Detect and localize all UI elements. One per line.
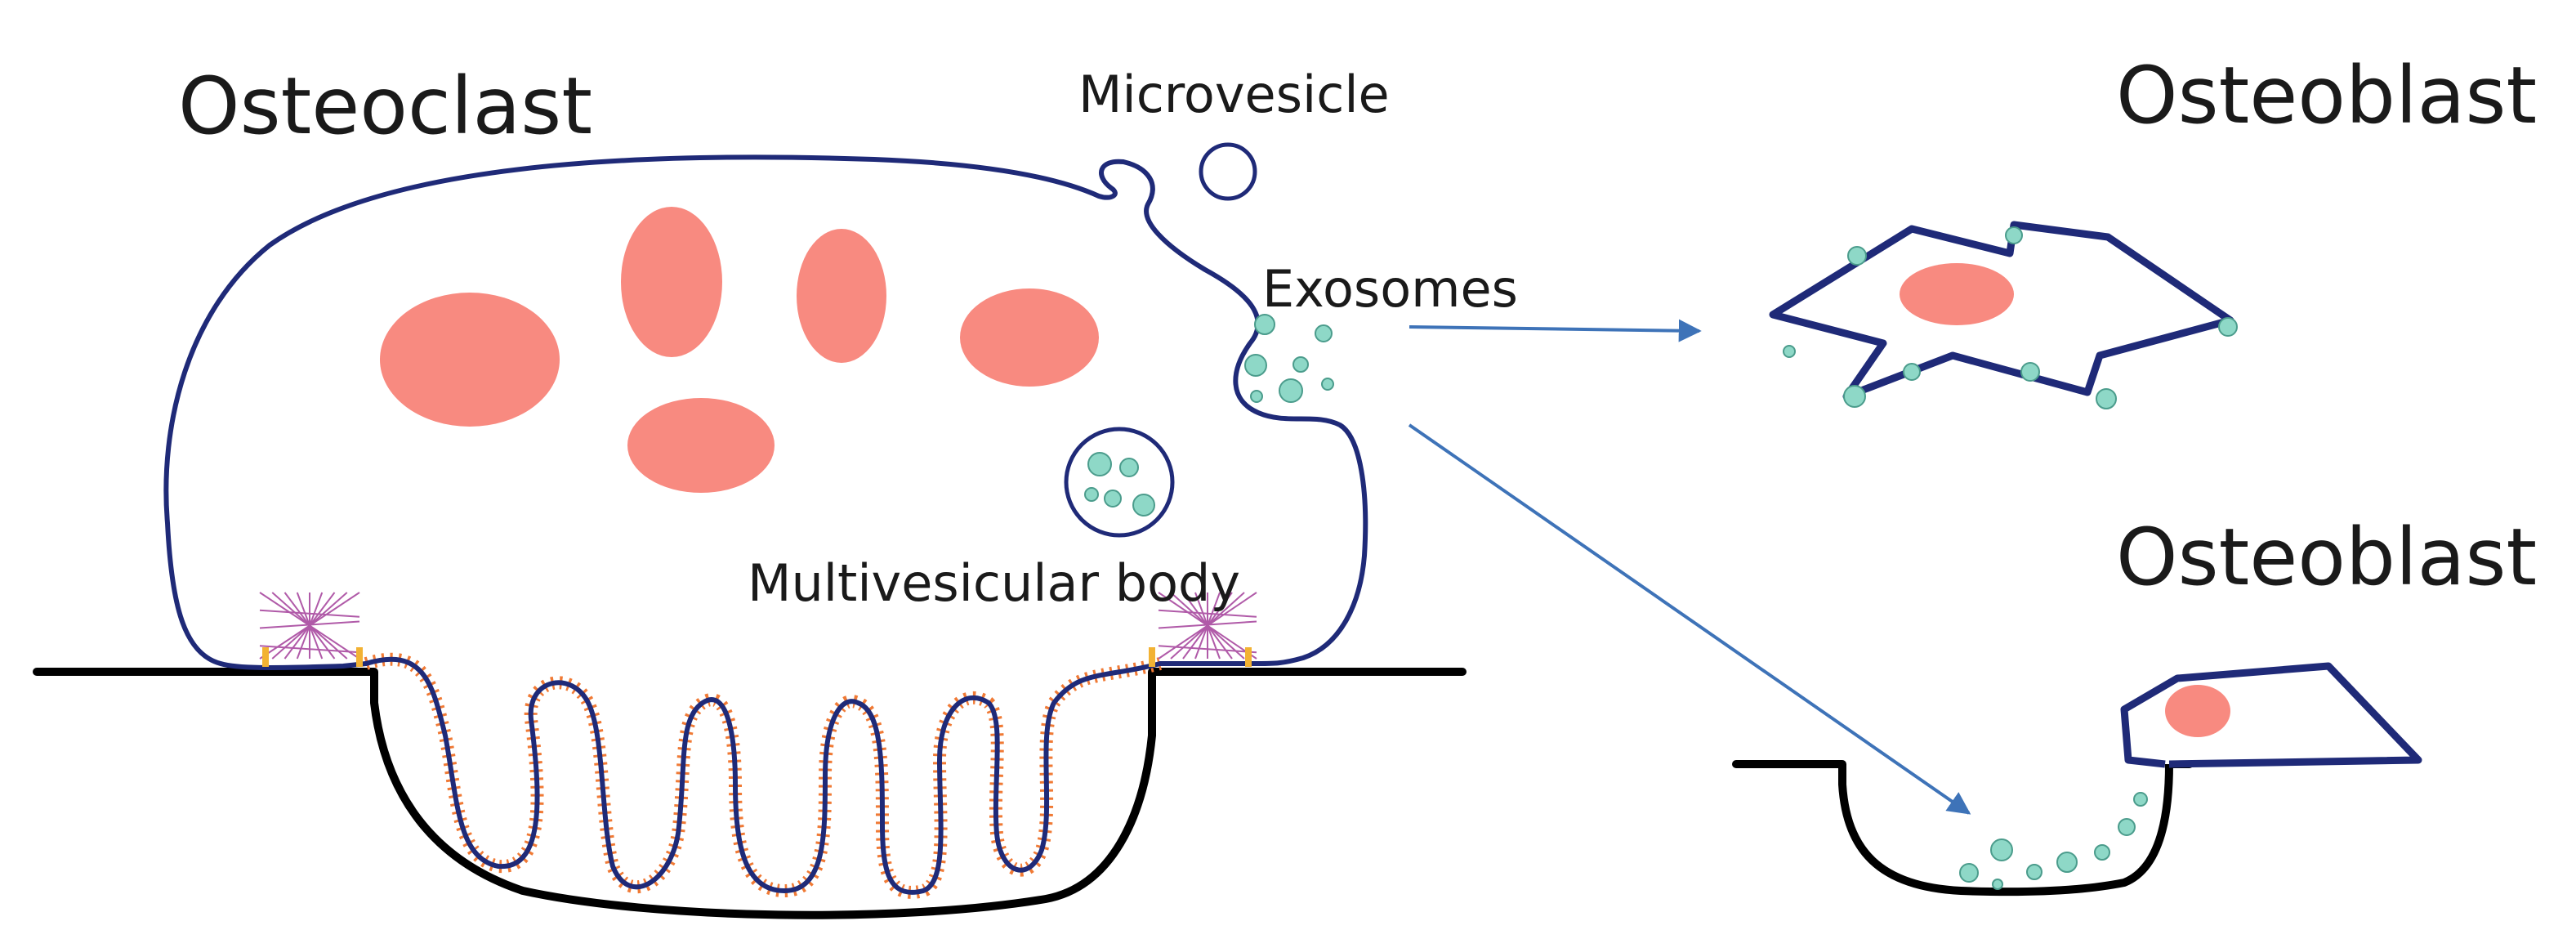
mvb-vesicle [1119, 458, 1139, 477]
integrin [262, 647, 269, 667]
exosome [1292, 356, 1309, 373]
nucleus-3 [797, 229, 886, 363]
osteoblast-bottom-vesicles [1959, 792, 2148, 890]
nucleus-4 [960, 288, 1099, 387]
mvb-vesicle [1084, 487, 1099, 502]
actin-filament [1158, 620, 1257, 629]
label-osteoclast: Osteoclast [178, 60, 592, 152]
actin-filament [259, 645, 360, 654]
integrin [1245, 647, 1252, 667]
label-osteoblast-bottom: Osteoblast [2116, 512, 2537, 603]
bone-surface-left [33, 668, 1467, 919]
bone-surface-right [1732, 760, 2194, 897]
mvb-vesicle [1132, 494, 1155, 516]
integrin [1149, 647, 1155, 667]
mvb-vesicle [1087, 452, 1112, 476]
nucleus-5 [627, 398, 775, 493]
osteoblast-top-vesicles [1783, 226, 2238, 409]
microvesicle [1199, 142, 1257, 201]
osteoblast-bottom-nucleus [2165, 685, 2230, 737]
exosome [1244, 354, 1267, 377]
label-exosomes: Exosomes [1262, 259, 1518, 319]
osteoblast-top-nucleus [1900, 263, 2014, 325]
osteoclast-membrane [163, 154, 1368, 670]
actin-filament [1158, 609, 1257, 618]
actin-filament [259, 609, 360, 618]
exosome [1250, 390, 1263, 403]
label-osteoblast-top: Osteoblast [2116, 50, 2537, 141]
exosome [1279, 378, 1303, 403]
ruffled-membrane [364, 656, 1163, 895]
exosome [1315, 324, 1333, 342]
sealing-zone-left [259, 592, 363, 667]
integrin [356, 647, 363, 667]
actin-filament [259, 620, 360, 629]
actin-filament [1158, 645, 1257, 654]
label-microvesicle: Microvesicle [1078, 65, 1390, 124]
exosome [1321, 378, 1334, 391]
arrow-to-osteoblast-bottom [1408, 423, 1971, 815]
nucleus-1 [380, 293, 560, 427]
nucleus-2 [621, 207, 722, 357]
sealing-zone-right [1149, 592, 1257, 667]
exosome [1254, 314, 1275, 335]
mvb-vesicle [1104, 490, 1122, 508]
label-multivesicular-body: Multivesicular body [748, 553, 1240, 613]
multivesicular-body [1064, 427, 1175, 538]
arrow-to-osteoblast-top [1409, 319, 1702, 342]
